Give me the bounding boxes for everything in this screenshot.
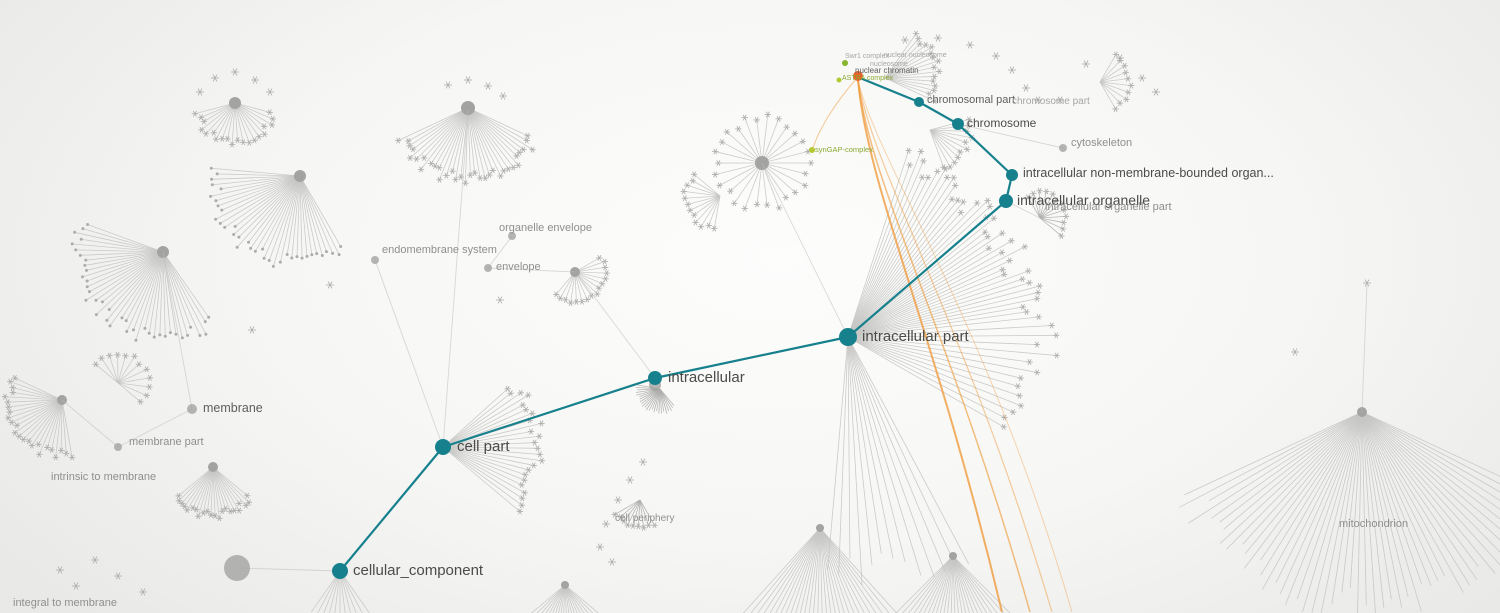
label-cell-periphery[interactable]: cell periphery bbox=[615, 513, 675, 524]
teal-edge-layer bbox=[339, 76, 1014, 572]
label-cellular-component[interactable]: cellular_component bbox=[353, 562, 484, 579]
fan-cluster bbox=[884, 30, 943, 105]
label-membrane[interactable]: membrane bbox=[203, 401, 263, 415]
label-nuclear-nucleosome[interactable]: nuclear nucleosome bbox=[884, 52, 947, 59]
green-node[interactable] bbox=[809, 147, 815, 153]
cluster-node[interactable] bbox=[208, 462, 218, 472]
fan-cluster bbox=[711, 111, 815, 212]
cluster-node[interactable] bbox=[294, 170, 306, 182]
fan-cluster bbox=[175, 462, 253, 522]
label-integral-to-membrane[interactable]: integral to membrane bbox=[13, 597, 117, 609]
teal-node-layer bbox=[332, 97, 1018, 579]
gray-node[interactable] bbox=[508, 232, 516, 240]
fan-cluster bbox=[1179, 407, 1500, 613]
label-syngap-complex[interactable]: synGAP-complex bbox=[815, 145, 873, 154]
fan-cluster bbox=[611, 499, 658, 531]
label-swr1-complex[interactable]: Swr1 complex bbox=[845, 53, 889, 60]
gray-edge-layer bbox=[61, 109, 1368, 572]
cluster-node[interactable] bbox=[229, 97, 241, 109]
label-nucleosome[interactable]: nucleosome bbox=[870, 61, 908, 68]
label-organelle-envelope[interactable]: organelle envelope bbox=[499, 222, 592, 234]
gray-node[interactable] bbox=[224, 555, 250, 581]
label-intracellular-organelle-part[interactable]: intracellular organelle part bbox=[1045, 201, 1172, 213]
fan-cluster bbox=[552, 254, 610, 306]
graph-node-cellular-component[interactable] bbox=[332, 563, 348, 579]
orange-edge bbox=[857, 79, 1031, 613]
fan-cluster bbox=[895, 552, 1011, 613]
fan-cluster bbox=[847, 147, 1043, 338]
cluster-node[interactable] bbox=[561, 581, 569, 589]
fan-cluster bbox=[92, 351, 154, 405]
fan-cluster bbox=[1024, 187, 1070, 239]
graph-node-chromosome[interactable] bbox=[952, 118, 964, 130]
gray-node-layer bbox=[114, 144, 1067, 581]
graph-node-intracellular[interactable] bbox=[648, 371, 662, 385]
cluster-node[interactable] bbox=[816, 524, 824, 532]
graph-node-intracellular-non-membrane-bounded-organelle[interactable] bbox=[1006, 169, 1018, 181]
label-intrinsic-to-membrane[interactable]: intrinsic to membrane bbox=[51, 471, 157, 483]
graph-node-chromosomal-part[interactable] bbox=[914, 97, 924, 107]
label-chromosome-part[interactable]: chromosome part bbox=[1012, 96, 1090, 107]
label-intracellular-organelle[interactable]: intracellular organelle bbox=[1017, 192, 1151, 208]
orange-edge bbox=[857, 79, 1053, 613]
fan-cluster bbox=[1099, 51, 1135, 112]
orange-path-layer bbox=[812, 78, 1073, 613]
graph-node-cell-part[interactable] bbox=[435, 439, 451, 455]
orange-edge bbox=[812, 78, 857, 149]
label-chromosome[interactable]: chromosome bbox=[967, 116, 1037, 130]
label-endomembrane-system[interactable]: endomembrane system bbox=[382, 244, 497, 256]
green-node[interactable] bbox=[842, 60, 848, 66]
fan-cluster bbox=[742, 524, 898, 613]
gray-node[interactable] bbox=[484, 264, 492, 272]
cluster-node[interactable] bbox=[461, 101, 475, 115]
graph-node-intracellular-organelle[interactable] bbox=[999, 194, 1013, 208]
graph-node-nuclear-chromatin[interactable] bbox=[853, 71, 863, 81]
fan-cluster bbox=[847, 313, 1060, 430]
fan-layer bbox=[1, 30, 1500, 613]
fan-cluster bbox=[310, 570, 370, 613]
green-node[interactable] bbox=[836, 77, 842, 83]
label-astra-complex[interactable]: ASTRA complex bbox=[842, 75, 893, 82]
graph-node-intracellular-part[interactable] bbox=[839, 328, 857, 346]
label-intracellular-part[interactable]: intracellular part bbox=[862, 328, 969, 345]
label-intracellular-non-membrane[interactable]: intracellular non-membrane-bounded organ… bbox=[1023, 166, 1274, 180]
orange-edge bbox=[857, 79, 1003, 613]
label-chromosomal-part[interactable]: chromosomal part bbox=[927, 94, 1016, 106]
cluster-node[interactable] bbox=[949, 552, 957, 560]
label-envelope[interactable]: envelope bbox=[496, 261, 541, 273]
gray-node[interactable] bbox=[114, 443, 122, 451]
orange-edge bbox=[857, 79, 1073, 613]
fan-cluster bbox=[531, 581, 599, 613]
fan-cluster bbox=[395, 101, 536, 187]
fan-cluster bbox=[191, 97, 277, 148]
label-intracellular[interactable]: intracellular bbox=[668, 369, 745, 386]
fan-cluster bbox=[1, 375, 76, 461]
star-layer bbox=[56, 34, 1371, 596]
label-membrane-part[interactable]: membrane part bbox=[129, 436, 204, 448]
fan-cluster bbox=[680, 171, 721, 232]
fan-cluster bbox=[209, 166, 343, 268]
fan-cluster bbox=[70, 223, 211, 342]
gray-node[interactable] bbox=[1059, 144, 1067, 152]
gray-node[interactable] bbox=[371, 256, 379, 264]
highlight-node-layer bbox=[809, 60, 863, 153]
label-cell-part[interactable]: cell part bbox=[457, 438, 510, 455]
label-mitochondrion[interactable]: mitochondrion bbox=[1339, 518, 1409, 530]
label-cytoskeleton[interactable]: cytoskeleton bbox=[1071, 137, 1133, 149]
label-nuclear-chromatin[interactable]: nuclear chromatin bbox=[855, 66, 919, 75]
gray-node[interactable] bbox=[187, 404, 197, 414]
fan-cluster bbox=[827, 336, 970, 586]
